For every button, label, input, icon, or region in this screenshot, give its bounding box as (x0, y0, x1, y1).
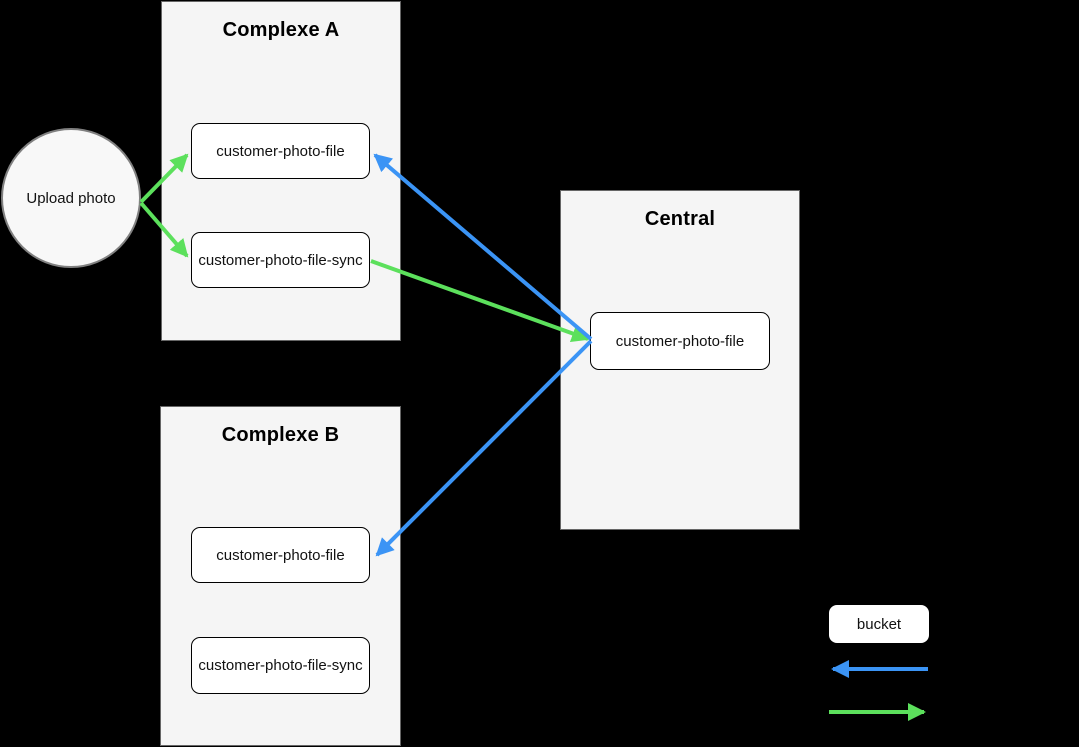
node-complexe-a-customer-photo-file: customer-photo-file (191, 123, 370, 179)
node-central-customer-photo-file: customer-photo-file (590, 312, 770, 370)
node-label: customer-photo-file-sync (198, 251, 363, 269)
central-title: Central (644, 208, 716, 230)
node-label: customer-photo-file (615, 332, 745, 350)
node-complexe-a-customer-photo-file-sync: customer-photo-file-sync (191, 232, 370, 288)
complexe-b-title: Complexe B (221, 424, 340, 446)
edge-central-to-complexe-a-file (373, 153, 593, 341)
node-label: customer-photo-file-sync (198, 657, 363, 674)
node-complexe-b-customer-photo-file: customer-photo-file (191, 527, 370, 583)
edge-central-to-complexe-b-file (375, 339, 593, 557)
legend-bucket-node: bucket (829, 605, 929, 643)
upload-photo-label: Upload photo (26, 189, 116, 207)
upload-photo-actor: Upload photo (1, 128, 141, 268)
legend-bucket-label: bucket (856, 615, 902, 633)
node-label: customer-photo-file (216, 546, 345, 564)
node-complexe-b-customer-photo-file-sync: customer-photo-file-sync (191, 637, 370, 694)
complexe-a-title: Complexe A (222, 19, 340, 41)
edge-complexe-a-sync-to-central (370, 259, 590, 343)
node-label: customer-photo-file (216, 142, 345, 160)
